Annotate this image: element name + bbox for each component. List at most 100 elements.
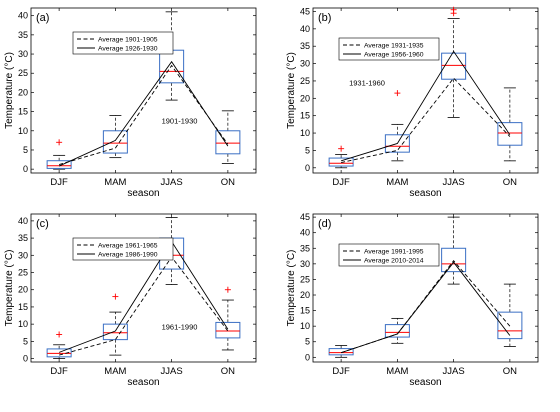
y-tick-label: 40: [18, 11, 28, 21]
box-on: [497, 87, 523, 162]
x-tick-label: ON: [503, 177, 517, 188]
box-iqr: [215, 321, 241, 339]
period-annotation: 1961-1990: [162, 322, 198, 331]
box-djf: [328, 145, 354, 169]
y-tick-label: 30: [18, 250, 28, 260]
box-iqr: [497, 311, 523, 340]
x-tick-label: MAM: [386, 366, 408, 377]
y-tick-label: 0: [23, 354, 28, 364]
x-axis-label: season: [409, 188, 441, 199]
y-tick-label: 25: [18, 68, 28, 78]
box-on: [215, 286, 241, 351]
box-iqr: [441, 247, 467, 273]
y-tick-label: 5: [305, 145, 310, 155]
x-tick-label: DJF: [332, 177, 350, 188]
box-iqr: [497, 122, 523, 146]
box-iqr: [46, 348, 72, 358]
plot-frame: [312, 213, 539, 363]
y-tick-label: 5: [23, 336, 28, 346]
y-axis-label: Temperature (°C): [4, 52, 15, 129]
box-djf: [46, 331, 72, 359]
legend-label-2: Average 1956-1960: [364, 52, 424, 59]
x-tick-label: DJF: [332, 366, 350, 377]
x-tick-label: MAM: [104, 366, 126, 377]
box-iqr: [46, 160, 72, 169]
x-tick-label: JJAS: [161, 366, 183, 377]
y-tick-label: 30: [300, 59, 310, 69]
outlier-marker: [450, 6, 457, 13]
y-axis-label: Temperature (°C): [4, 250, 15, 327]
box-iqr: [102, 130, 128, 154]
plot-frame: [30, 213, 257, 363]
box-jjas: [441, 216, 467, 285]
series-line-1: [59, 256, 229, 356]
legend-box: [338, 37, 440, 61]
y-tick-label: 25: [300, 274, 310, 284]
y-tick-label: 30: [18, 49, 28, 59]
y-tick-label: 15: [300, 111, 310, 121]
y-tick-label: 20: [300, 93, 310, 103]
y-axis-label: Temperature (°C): [286, 250, 297, 327]
outlier-marker: [394, 90, 401, 97]
y-axis-label: Temperature (°C): [286, 52, 297, 129]
y-tick-label: 5: [305, 337, 310, 347]
series-line-2: [58, 240, 229, 353]
y-tick-label: 10: [300, 321, 310, 331]
y-tick-label: 10: [300, 128, 310, 138]
box-iqr: [102, 323, 128, 341]
outlier-marker: [56, 139, 63, 146]
box-jjas: [441, 6, 467, 118]
y-tick-label: 25: [18, 268, 28, 278]
legend-label-1: Average 1931-1935: [364, 43, 424, 50]
box-iqr: [441, 52, 467, 80]
legend-box: [338, 243, 440, 267]
outlier-marker: [112, 293, 119, 300]
y-tick-label: 0: [305, 352, 310, 362]
legend-label-2: Average 1986-1990: [98, 252, 158, 259]
y-tick-label: 15: [18, 302, 28, 312]
x-tick-label: ON: [503, 366, 517, 377]
y-tick-label: 20: [300, 290, 310, 300]
outlier-marker: [56, 331, 63, 338]
outlier-marker: [224, 286, 231, 293]
series-line-1: [58, 64, 229, 165]
box-mam: [102, 293, 128, 356]
x-tick-label: DJF: [50, 366, 68, 377]
box-on: [215, 110, 241, 164]
box-iqr: [384, 324, 410, 338]
box-mam: [384, 90, 410, 162]
series-line-2: [340, 261, 511, 354]
plot-frame: [312, 7, 539, 174]
y-tick-label: 20: [18, 285, 28, 295]
x-tick-label: JJAS: [443, 366, 465, 377]
x-tick-label: ON: [221, 177, 235, 188]
panel-label: (b): [318, 12, 331, 24]
legend-label-1: Average 1991-1995: [364, 249, 424, 256]
y-tick-label: 35: [18, 30, 28, 40]
legend-label-2: Average 2010-2014: [364, 258, 424, 265]
y-tick-label: 45: [300, 6, 310, 16]
x-tick-label: JJAS: [443, 177, 465, 188]
y-tick-label: 20: [18, 87, 28, 97]
y-tick-label: 35: [18, 233, 28, 243]
y-tick-label: 10: [18, 319, 28, 329]
legend-label-1: Average 1901-1905: [98, 37, 158, 44]
y-tick-label: 35: [300, 41, 310, 51]
box-iqr: [328, 348, 354, 356]
x-tick-label: ON: [221, 366, 235, 377]
y-tick-label: 0: [23, 164, 28, 174]
series-line-1: [341, 77, 511, 164]
x-axis-label: season: [127, 188, 159, 199]
y-tick-label: 10: [18, 126, 28, 136]
period-annotation: 1931-1960: [349, 79, 385, 88]
x-axis-label: season: [409, 377, 441, 388]
box-djf: [46, 139, 72, 170]
box-iqr: [384, 134, 410, 153]
y-tick-label: 15: [18, 107, 28, 117]
